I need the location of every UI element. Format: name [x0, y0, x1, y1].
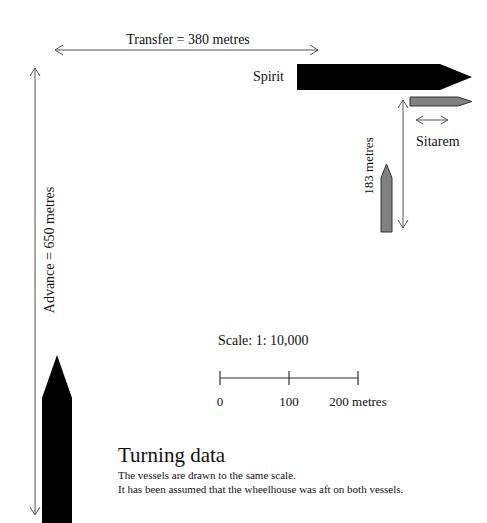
vessel-name: Spirit — [253, 69, 284, 84]
dimension-label: 183 metres — [362, 137, 376, 194]
arrowhead — [55, 45, 63, 55]
arrowhead — [416, 116, 423, 124]
arrowhead — [310, 45, 318, 55]
distance-dimension — [403, 100, 404, 228]
arrowhead — [398, 100, 408, 108]
scale-tick-label: 0 — [217, 395, 224, 409]
arrowhead — [30, 68, 40, 76]
dimension-label: Advance = 650 metres — [42, 187, 57, 313]
arrowhead — [398, 220, 408, 228]
scale-tick-label: 100 — [279, 395, 299, 409]
vessel-spirit-start — [42, 355, 72, 523]
scale-bar — [220, 371, 358, 385]
dimension-label: Transfer = 380 metres — [126, 32, 250, 47]
vessel-sitarem-start — [381, 164, 392, 232]
arrowhead — [441, 116, 448, 124]
arrowhead — [30, 507, 40, 515]
vessel-spirit — [297, 64, 472, 90]
vessel-sitarem — [410, 97, 472, 106]
vessel-name: Sitarem — [416, 134, 460, 149]
advance-dimension — [35, 68, 36, 515]
scale-tick-label: 200 metres — [329, 395, 386, 409]
heading: Turning data — [118, 444, 225, 467]
transfer-dimension — [55, 50, 318, 51]
note: It has been assumed that the wheelhouse … — [118, 483, 403, 495]
offset-dimension — [416, 120, 448, 121]
scale-ratio: Scale: 1: 10,000 — [218, 333, 309, 348]
note: The vessels are drawn to the same scale. — [118, 469, 296, 481]
